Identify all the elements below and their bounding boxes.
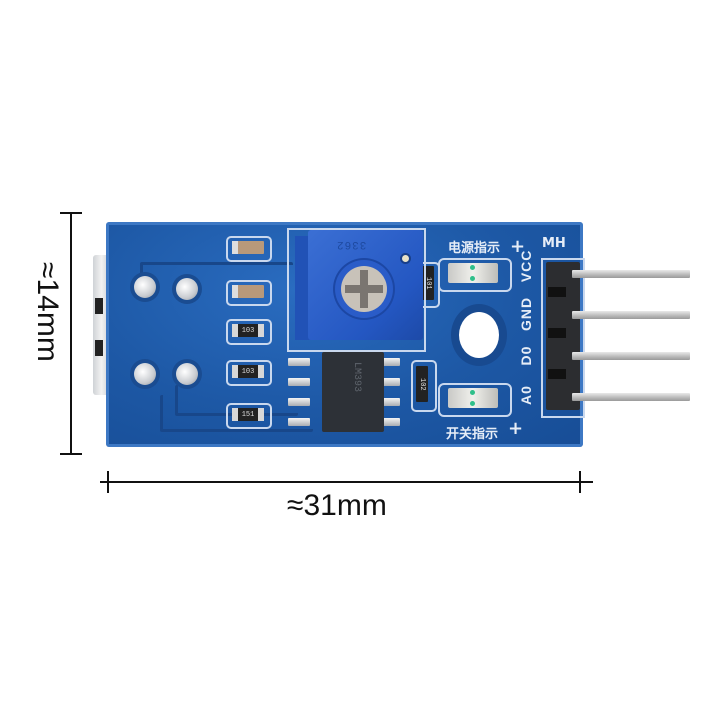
- header-slot: [548, 287, 566, 297]
- width-dimension-label: ≈31mm: [287, 489, 387, 522]
- resistor: 102: [416, 366, 428, 402]
- sensor-pad: [176, 363, 198, 385]
- ic-pin: [382, 398, 400, 406]
- potentiometer-code: 3362: [336, 238, 367, 250]
- pin-label-gnd: GND: [518, 296, 534, 331]
- comparator-ic: [322, 352, 384, 432]
- header-pin-vcc[interactable]: [572, 270, 690, 278]
- header-slot: [548, 369, 566, 379]
- sensor-housing: [93, 255, 107, 395]
- capacitor-outline: [226, 236, 272, 262]
- resistor: 151: [232, 408, 264, 421]
- header-pin-a0[interactable]: [572, 393, 690, 401]
- header-slot: [548, 328, 566, 338]
- potentiometer-body-side: [295, 236, 311, 340]
- ic-pin: [382, 358, 400, 366]
- resistor-outline: [226, 319, 272, 345]
- capacitor-outline: [226, 280, 272, 306]
- sensor-notch-top: [95, 298, 103, 314]
- resistor-code: 103: [241, 326, 255, 335]
- resistor-outline: [411, 360, 437, 412]
- ic-pin: [288, 418, 310, 426]
- resistor-code: 103: [241, 367, 255, 376]
- pin-label-vcc: VCC: [518, 249, 534, 283]
- sensor-pad: [176, 278, 198, 300]
- power-led: [448, 263, 498, 283]
- resistor-outline: [226, 360, 272, 386]
- sensor-notch-bottom: [95, 340, 103, 356]
- header-pin-gnd[interactable]: [572, 311, 690, 319]
- switch-plus-label: +: [508, 418, 524, 439]
- ic-pin: [382, 378, 400, 386]
- resistor: 103: [232, 365, 264, 378]
- ic-pin: [382, 418, 400, 426]
- switch-indicator-label: 开关指示: [446, 427, 499, 442]
- switch-led: [448, 388, 498, 408]
- mounting-hole: [459, 312, 499, 358]
- potentiometer-outline: [287, 228, 426, 352]
- sensor-pad: [134, 276, 156, 298]
- height-dimension-tick-top: [60, 212, 82, 214]
- pin-separator: [518, 370, 534, 380]
- ic-pin: [288, 398, 310, 406]
- width-dimension-tick-left: [107, 471, 109, 493]
- resistor-code: 151: [241, 410, 255, 419]
- resistor: 103: [232, 324, 264, 337]
- potentiometer-cross-slot: [360, 270, 368, 308]
- resistor-outline: [226, 403, 272, 429]
- power-led-outline: [438, 258, 512, 292]
- pin-label-d0: D0: [518, 345, 534, 366]
- potentiometer-pin1-marker: [402, 255, 409, 262]
- pin-separator: [518, 287, 534, 292]
- height-dimension-tick-bottom: [60, 453, 82, 455]
- pin-labels: A0 D0 GND VCC: [518, 250, 534, 405]
- header-pin-d0[interactable]: [572, 352, 690, 360]
- sensor-pad: [134, 363, 156, 385]
- capacitor: [232, 241, 264, 254]
- ic-marking: LM393: [351, 362, 362, 393]
- width-dimension-tick-right: [579, 471, 581, 493]
- pcb-trace: [140, 262, 293, 277]
- brand-label: MH: [542, 236, 566, 251]
- capacitor: [232, 285, 264, 298]
- width-dimension-line: [100, 481, 593, 483]
- pcb-trace: [160, 395, 313, 432]
- resistor-code: 102: [418, 378, 426, 391]
- ic-pin: [288, 358, 310, 366]
- switch-led-outline: [438, 383, 512, 417]
- height-dimension-line: [70, 212, 72, 455]
- power-indicator-label: 电源指示: [448, 241, 501, 256]
- pin-label-a0: A0: [518, 385, 534, 405]
- pin-separator: [518, 336, 534, 341]
- height-dimension-label: ≈14mm: [31, 262, 64, 362]
- header-outline: [541, 258, 585, 418]
- power-plus-label: +: [510, 236, 526, 257]
- ic-pin: [288, 378, 310, 386]
